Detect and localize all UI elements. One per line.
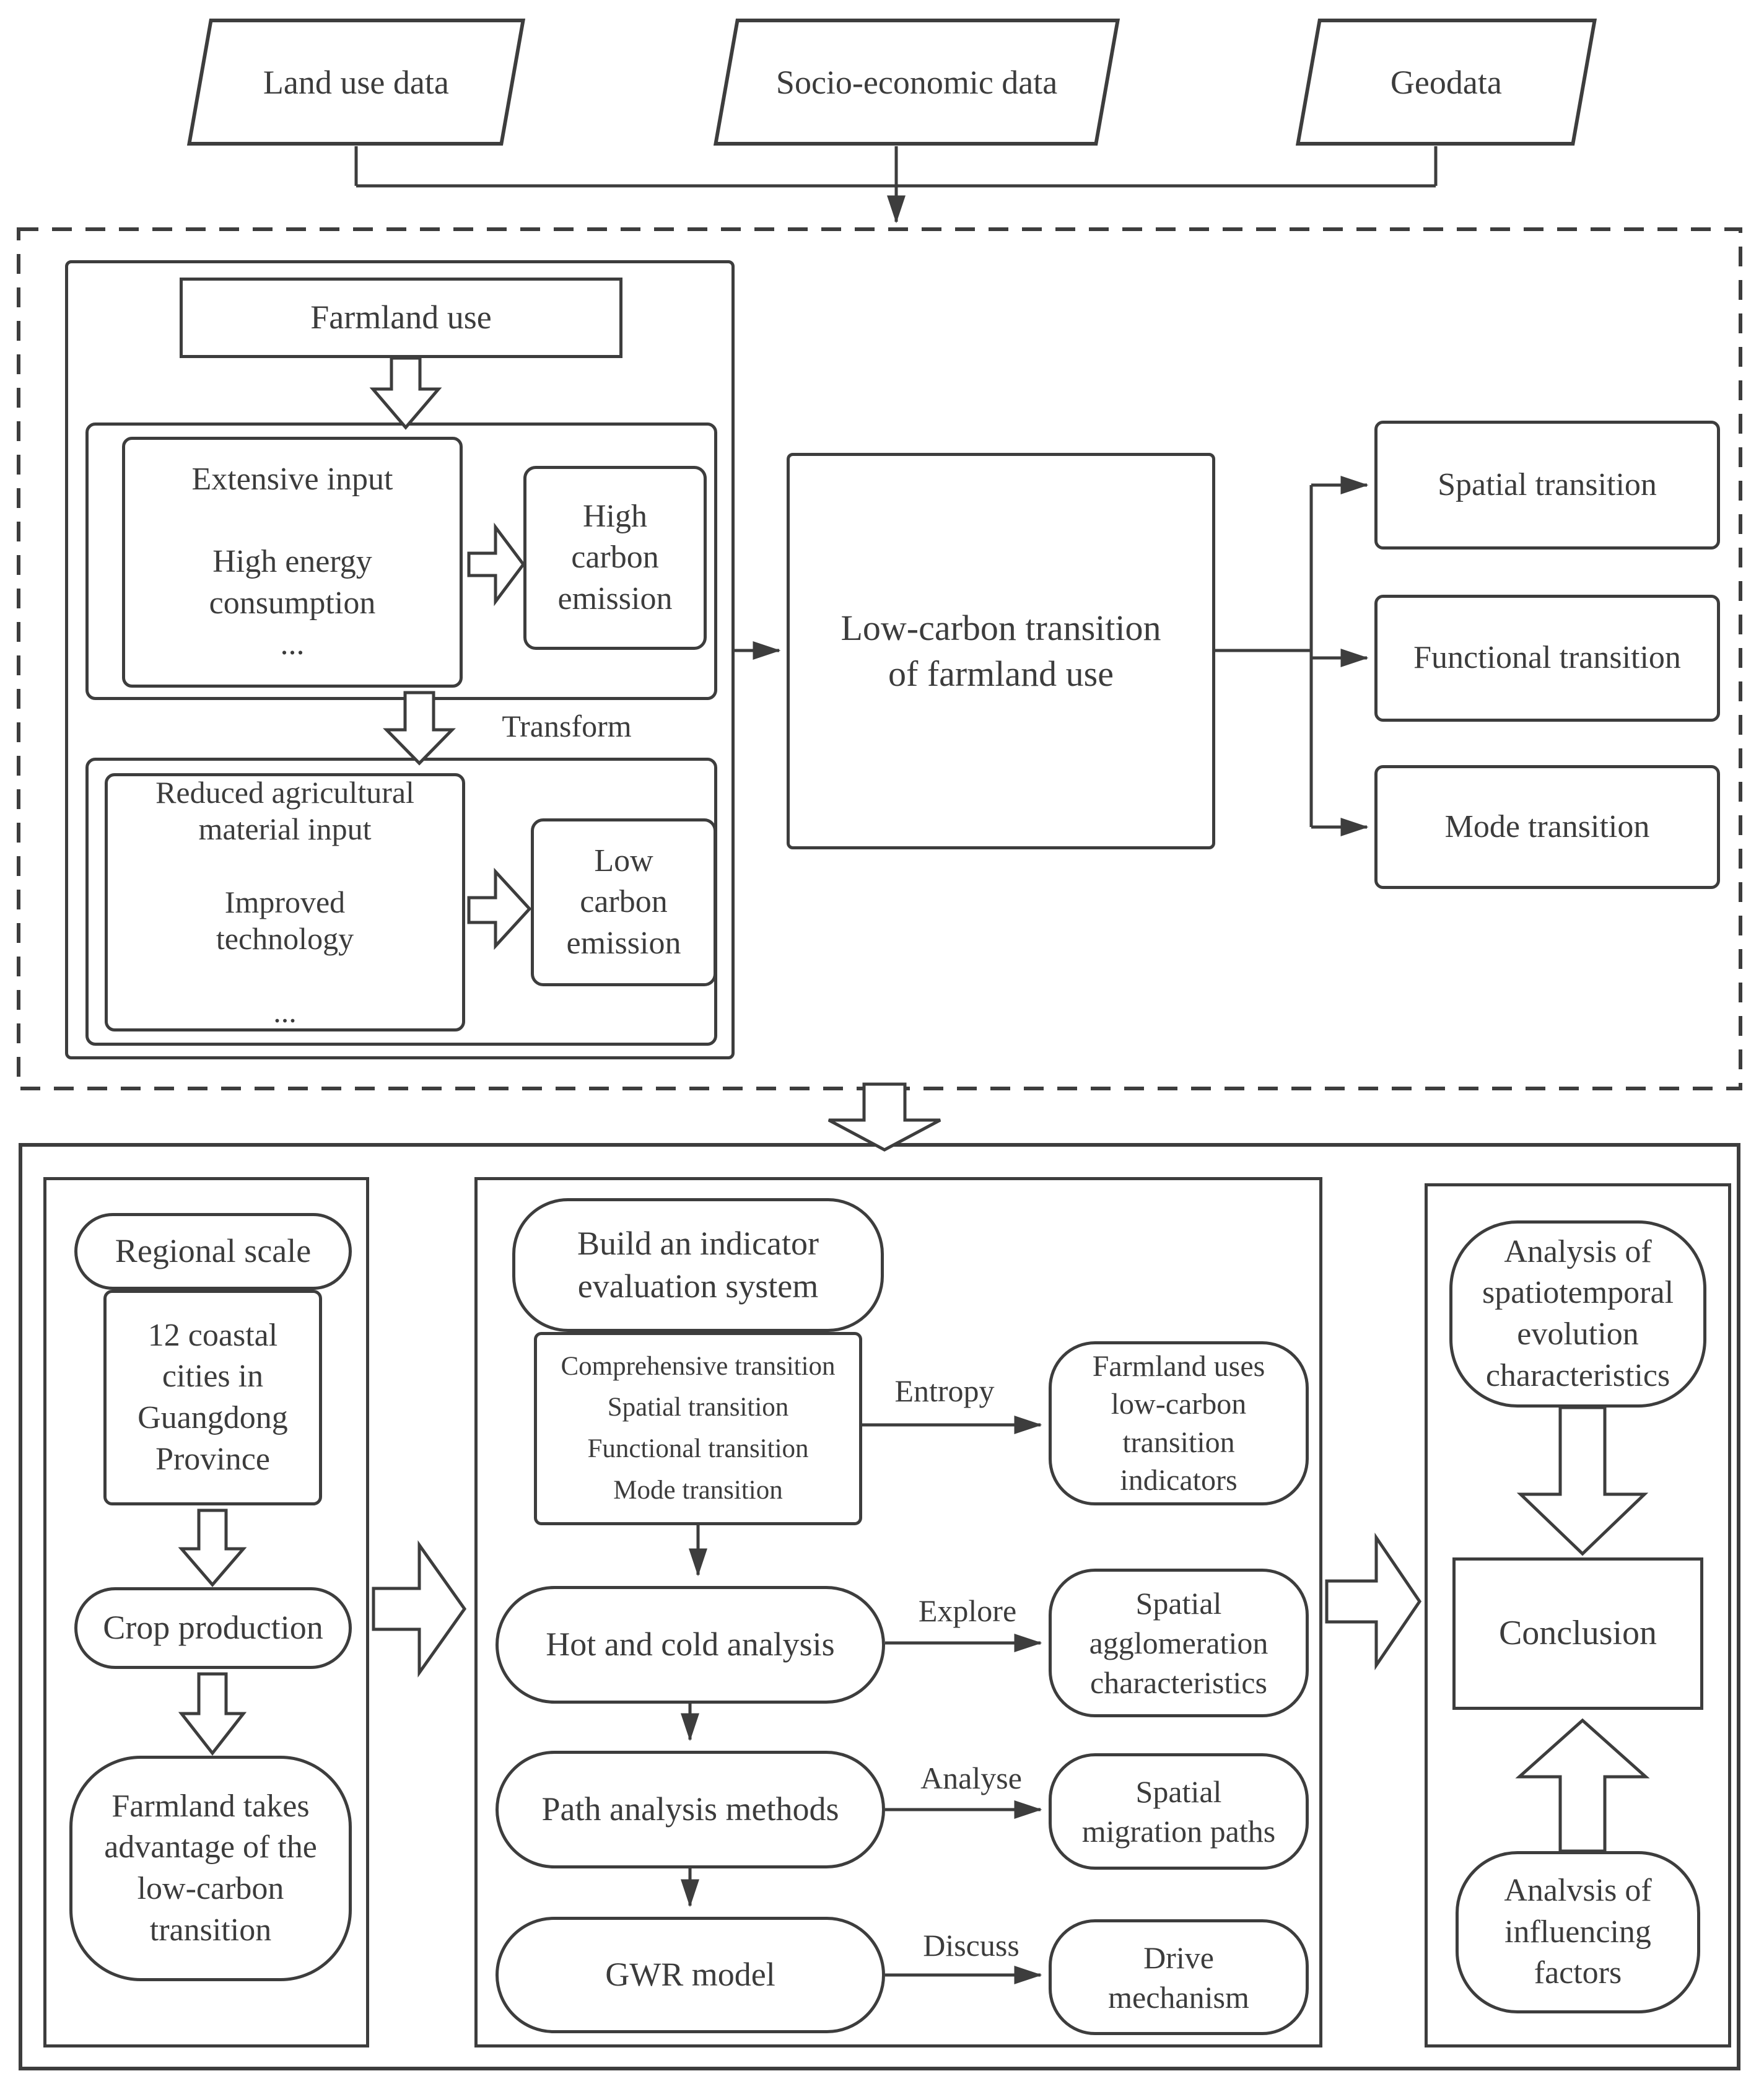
analyse-label: Analyse [920, 1761, 1022, 1795]
low-carbon-transition-core-label: Low-carbon transition of farmland use [841, 607, 1161, 694]
spatiotemporal-analysis-pill: Analysis of spatiotemporal evolution cha… [1449, 1220, 1706, 1408]
path-analysis-label: Path analysis methods [541, 1790, 839, 1828]
crop-production-label: Crop production [103, 1609, 323, 1647]
coastal-cities-label: 12 coastal cities in Guangdong Province [138, 1317, 288, 1477]
low-carbon-emission-label: Low carbon emission [566, 843, 681, 961]
spatiotemporal-analysis-label: Analysis of spatiotemporal evolution cha… [1482, 1233, 1674, 1393]
functional-transition-box: Functional transition [1374, 595, 1720, 722]
hot-cold-analysis-label: Hot and cold analysis [546, 1626, 835, 1663]
farmland-advantage-pill: Farmland takes advantage of the low-carb… [69, 1756, 352, 1981]
spatial-migration-pill: Spatial migration paths [1049, 1753, 1309, 1870]
spatial-agglomeration-label: Spatial agglomeration characteristics [1089, 1586, 1268, 1700]
farmland-uses-indicators-label: Farmland uses low-carbon transition indi… [1092, 1349, 1265, 1497]
low-carbon-transition-core-box: Low-carbon transition of farmland use [787, 453, 1215, 849]
parallelogram-geodata: Geodata [1295, 19, 1597, 146]
conclusion-label: Conclusion [1498, 1614, 1657, 1653]
influencing-factors-label: Analvsis of influencing factors [1504, 1873, 1652, 1991]
study-area-column-box [43, 1177, 369, 2047]
spatial-transition-box: Spatial transition [1374, 421, 1720, 550]
gwr-model-label: GWR model [605, 1956, 775, 1994]
mode-transition-label: Mode transition [1444, 808, 1650, 844]
farmland-use-box: Farmland use [180, 278, 622, 358]
regional-scale-label: Regional scale [115, 1232, 312, 1270]
hollow-arrow-section-down [827, 1082, 941, 1152]
reduced-input-label: Reduced agricultural material input Impr… [155, 775, 414, 1029]
build-indicator-label: Build an indicator evaluation system [577, 1224, 819, 1305]
parallelogram-socio-economic-data: Socio-economic data [713, 19, 1120, 146]
parallelogram-land-use-data: Land use data [186, 19, 526, 146]
functional-transition-label: Functional transition [1413, 640, 1681, 676]
extensive-input-label: Extensive input High energy consumption … [191, 462, 393, 662]
methods-column-box [474, 1177, 1322, 2047]
conclusion-box: Conclusion [1452, 1557, 1703, 1710]
gwr-model-pill: GWR model [496, 1917, 885, 2033]
farmland-uses-indicators-pill: Farmland uses low-carbon transition indi… [1049, 1341, 1309, 1505]
coastal-cities-box: 12 coastal cities in Guangdong Province [103, 1290, 322, 1505]
farmland-advantage-label: Farmland takes advantage of the low-carb… [104, 1788, 317, 1948]
drive-mechanism-label: Drive mechanism [1108, 1940, 1249, 2015]
influencing-factors-pill: Analvsis of influencing factors [1456, 1851, 1700, 2013]
mode-transition-box: Mode transition [1374, 765, 1720, 889]
build-indicator-pill: Build an indicator evaluation system [512, 1198, 884, 1332]
spatial-transition-label: Spatial transition [1438, 466, 1657, 502]
indicator-list-label: Comprehensive transition Spatial transit… [561, 1351, 836, 1505]
geodata-label: Geodata [1391, 63, 1502, 101]
discuss-label: Discuss [923, 1928, 1020, 1963]
path-analysis-pill: Path analysis methods [496, 1751, 885, 1868]
regional-scale-pill: Regional scale [74, 1213, 352, 1290]
extensive-input-box: Extensive input High energy consumption … [122, 437, 463, 688]
results-column-box [1425, 1183, 1731, 2047]
high-carbon-emission-label: High carbon emission [557, 498, 673, 616]
entropy-label: Entropy [894, 1373, 995, 1408]
crop-production-pill: Crop production [74, 1587, 352, 1669]
socio-economic-data-label: Socio-economic data [775, 63, 1058, 101]
spatial-agglomeration-pill: Spatial agglomeration characteristics [1049, 1569, 1309, 1717]
high-carbon-emission-box: High carbon emission [523, 466, 707, 650]
hot-cold-analysis-pill: Hot and cold analysis [496, 1586, 885, 1704]
low-carbon-emission-box: Low carbon emission [531, 818, 717, 986]
spatial-migration-label: Spatial migration paths [1081, 1774, 1276, 1849]
transform-label: Transform [502, 709, 632, 743]
drive-mechanism-pill: Drive mechanism [1049, 1919, 1309, 2035]
indicator-list-box: Comprehensive transition Spatial transit… [534, 1332, 862, 1525]
farmland-use-label: Farmland use [310, 299, 492, 336]
reduced-input-box: Reduced agricultural material input Impr… [105, 773, 465, 1031]
explore-label: Explore [918, 1593, 1017, 1628]
land-use-data-label: Land use data [263, 63, 449, 101]
